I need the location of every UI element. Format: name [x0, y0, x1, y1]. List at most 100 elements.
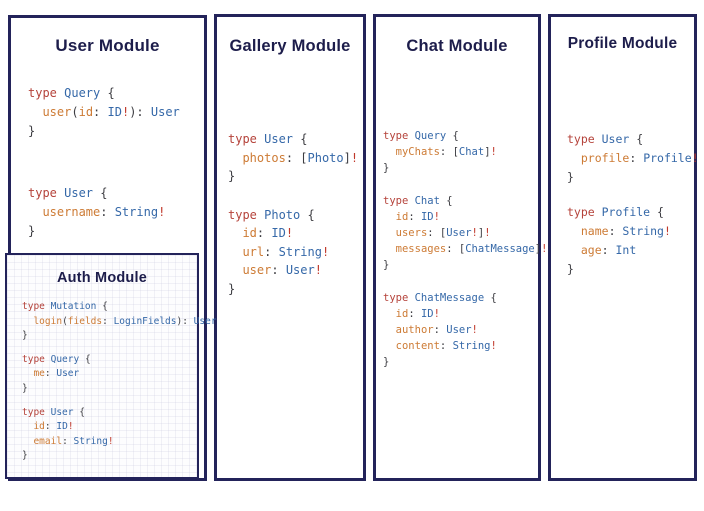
code-token: { [102, 301, 108, 312]
code-token: : [ [285, 150, 308, 165]
code-token: type [567, 132, 602, 146]
code-token: User [193, 315, 217, 327]
code-token: type [28, 186, 65, 200]
code-token [22, 368, 33, 379]
code-token: } [228, 169, 236, 183]
code-line: } [567, 260, 699, 279]
code-token: ( [71, 105, 79, 119]
code-token: : [ [446, 243, 466, 255]
code-token: ! [541, 243, 548, 255]
code-token: : [408, 211, 421, 223]
code-token: } [28, 224, 36, 238]
code-token: : [264, 244, 279, 259]
code-token [22, 421, 33, 432]
code-token: } [567, 170, 574, 184]
code-token: { [446, 195, 453, 207]
code-line: } [567, 168, 699, 187]
code-token: Photo [307, 150, 344, 165]
code-token: ChatMessage [465, 243, 535, 255]
code-token: } [22, 382, 28, 394]
code-token: User [446, 227, 472, 239]
code-line: user: User! [228, 261, 358, 280]
code-token: id [242, 226, 257, 240]
code-token: String [278, 244, 322, 259]
code-area-profile-module: type User { profile: Profile!} type Profi… [567, 130, 699, 295]
code-token: : [ [439, 146, 459, 158]
code-block: type User { photos: [Photo]!} [228, 130, 358, 186]
code-token: type [22, 353, 51, 365]
code-token: user [242, 263, 272, 277]
code-block: type User { id: ID! email: String!} [22, 406, 217, 464]
code-line: email: String! [22, 435, 217, 450]
code-line: } [22, 449, 217, 464]
code-token: type [383, 130, 415, 142]
code-token: type [22, 301, 51, 312]
code-token: photos [242, 150, 286, 165]
code-token: ! [433, 211, 440, 223]
code-line: } [228, 280, 358, 299]
code-token: User [446, 324, 472, 336]
code-token: age [580, 243, 602, 257]
code-token [383, 146, 396, 158]
code-line: type User { [567, 130, 699, 149]
code-token [228, 226, 242, 240]
code-token: } [383, 259, 390, 271]
code-token [228, 263, 242, 277]
code-token: : [629, 151, 644, 165]
code-line: type Mutation { [22, 300, 217, 315]
code-token [22, 316, 33, 327]
code-token: } [567, 262, 574, 276]
code-token: Query [414, 130, 453, 142]
code-block: type Chat { id: ID! users: [User!]! mess… [383, 193, 547, 273]
panel-gallery-module: Gallery Module type User { photos: [Phot… [214, 14, 366, 481]
code-token: email [33, 435, 63, 447]
code-token: name [580, 224, 609, 238]
code-token: ! [314, 263, 322, 277]
code-token: ! [471, 324, 478, 336]
panel-auth-module: Auth Module type Mutation { login(fields… [5, 253, 217, 479]
code-token: Query [50, 353, 85, 365]
code-token: type [383, 292, 415, 304]
code-token: ID [107, 105, 122, 119]
code-token: type [28, 86, 65, 100]
code-token: username [42, 205, 101, 219]
code-token: profile [580, 151, 630, 165]
code-line: } [383, 354, 547, 370]
code-line: name: String! [567, 222, 699, 241]
code-token: ! [691, 151, 699, 165]
code-line: id: ID! [22, 420, 217, 435]
code-token: type [22, 406, 51, 418]
code-token: User [601, 132, 637, 146]
panel-title-chat-module: Chat Module [406, 37, 508, 55]
code-token: ( [62, 315, 68, 327]
code-token: LoginFields [113, 315, 177, 327]
code-token: Profile [601, 205, 658, 219]
code-block: type ChatMessage { id: ID! author: User!… [383, 290, 547, 370]
code-token: ] [534, 243, 542, 255]
panel-title-auth-module: Auth Module [57, 270, 147, 286]
code-line: } [28, 222, 180, 241]
panel-profile-module: Profile Module type User { profile: Prof… [548, 14, 699, 481]
code-token: ! [321, 244, 330, 259]
code-block: type Query { myChats: [Chat]!} [383, 128, 547, 176]
code-line: type Query { [22, 353, 217, 368]
code-token: } [22, 450, 28, 462]
code-token [383, 340, 396, 352]
code-token [28, 205, 42, 219]
code-token: User [64, 186, 101, 200]
code-token: ! [158, 205, 166, 219]
code-token: { [657, 205, 664, 219]
code-token [28, 105, 42, 119]
code-line: messages: [ChatMessage]! [383, 241, 548, 257]
code-line: id: ID! [383, 209, 547, 225]
code-block: type Photo { id: ID! url: String! user: … [228, 206, 358, 299]
code-token: User [56, 368, 80, 380]
code-token: ] [484, 146, 491, 158]
code-token: ID [56, 421, 68, 433]
code-line: type Profile { [567, 203, 699, 222]
code-token: } [383, 356, 390, 368]
code-token: : [93, 105, 108, 119]
code-token [567, 151, 581, 165]
code-token: : [608, 224, 623, 238]
